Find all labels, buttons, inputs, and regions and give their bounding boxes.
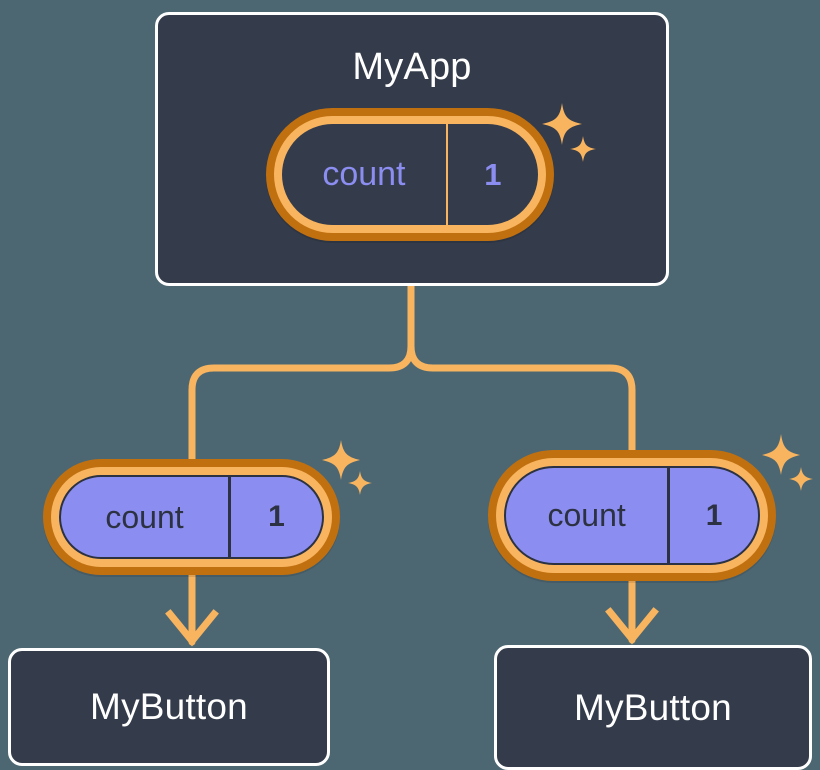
state-pill-body: count 1 bbox=[59, 475, 324, 559]
state-pill-value-cell: 1 bbox=[445, 124, 538, 225]
state-pill-body: count 1 bbox=[282, 124, 538, 225]
state-value-label: 1 bbox=[484, 156, 502, 192]
state-pill-ring: count 1 bbox=[274, 116, 546, 233]
state-pill-ring: count 1 bbox=[496, 458, 768, 573]
state-pill-key-cell: count bbox=[282, 124, 446, 225]
state-pill-child-left[interactable]: count 1 bbox=[43, 459, 340, 575]
component-card-mybutton-left[interactable]: MyButton bbox=[8, 648, 330, 766]
component-card-mybutton-right[interactable]: MyButton bbox=[494, 645, 812, 770]
arrow-down-icon-left bbox=[165, 609, 219, 647]
component-label-myapp: MyApp bbox=[352, 46, 472, 88]
state-pill-ring: count 1 bbox=[51, 467, 332, 567]
state-pill-value-cell: 1 bbox=[228, 477, 322, 557]
state-pill-child-right[interactable]: count 1 bbox=[488, 450, 776, 581]
state-key-label: count bbox=[322, 155, 406, 193]
state-value-label: 1 bbox=[705, 498, 723, 532]
state-pill-key-cell: count bbox=[506, 468, 667, 563]
state-pill-key-cell: count bbox=[61, 477, 228, 557]
connector-branch-left bbox=[188, 342, 415, 466]
state-pill-myapp[interactable]: count 1 bbox=[266, 108, 554, 241]
state-pill-value-cell: 1 bbox=[667, 468, 758, 563]
connector-branch-right bbox=[407, 342, 636, 459]
arrow-down-icon-right bbox=[605, 607, 659, 645]
component-label-mybutton-left: MyButton bbox=[90, 686, 248, 727]
state-key-label: count bbox=[547, 497, 626, 533]
state-value-label: 1 bbox=[268, 500, 285, 533]
component-label-mybutton-right: MyButton bbox=[574, 686, 732, 728]
state-key-label: count bbox=[105, 498, 184, 535]
state-pill-body: count 1 bbox=[504, 466, 760, 565]
